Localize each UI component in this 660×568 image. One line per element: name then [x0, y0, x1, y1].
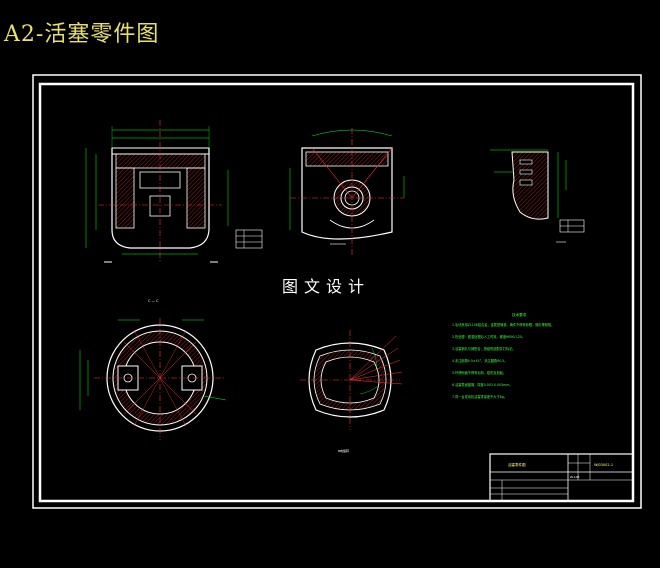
side-section-view	[289, 128, 405, 256]
technical-note-line: 6.活塞表面镀锡，厚度0.003-0.005mm。	[452, 382, 513, 387]
title-block-material: ZL108	[570, 475, 580, 479]
title-block-drawing-no: WJ03002-1	[594, 463, 613, 467]
technical-note-line: 7.同一台发动机活塞重量差不大于8g。	[452, 394, 507, 399]
ring-groove-detail-view	[490, 149, 585, 243]
drawing-title: A2-活塞零件图	[4, 22, 160, 47]
technical-note-line: 3.活塞销孔与销配合，按组别选配并打标记。	[452, 346, 516, 351]
front-section-view	[85, 120, 263, 263]
section-cc-label: C — C	[148, 299, 159, 303]
technical-note-line: 4.未注倒角0.5×45°，未注圆角R0.5。	[452, 358, 508, 363]
section-cc-view	[79, 318, 227, 440]
technical-notes-heading: 技术要求	[512, 312, 527, 317]
view-b-rotated	[300, 330, 403, 430]
watermark: 图文设计	[246, 266, 406, 304]
technical-note-line: 2.热处理：固溶处理后人工时效，硬度HB90-120。	[452, 334, 525, 339]
title-block-part-name: 活塞零件图	[508, 462, 526, 467]
title-block: 活塞零件图 ZL108 WJ03002-1	[489, 453, 634, 502]
inner-frame	[38, 82, 635, 503]
technical-note-line: 1.毛坯采用ZL108铝合金，金属型铸造，铸件不得有砂眼、缩孔等缺陷。	[452, 322, 554, 327]
view-b-label: B向旋转	[338, 448, 349, 453]
watermark-text: 图文设计	[273, 271, 378, 299]
outer-frame	[32, 74, 642, 509]
technical-notes: 技术要求 1.毛坯采用ZL108铝合金，金属型铸造，铸件不得有砂眼、缩孔等缺陷。…	[452, 312, 554, 399]
technical-note-line: 5.环槽侧面不得有毛刺、碰伤及划痕。	[452, 370, 506, 375]
